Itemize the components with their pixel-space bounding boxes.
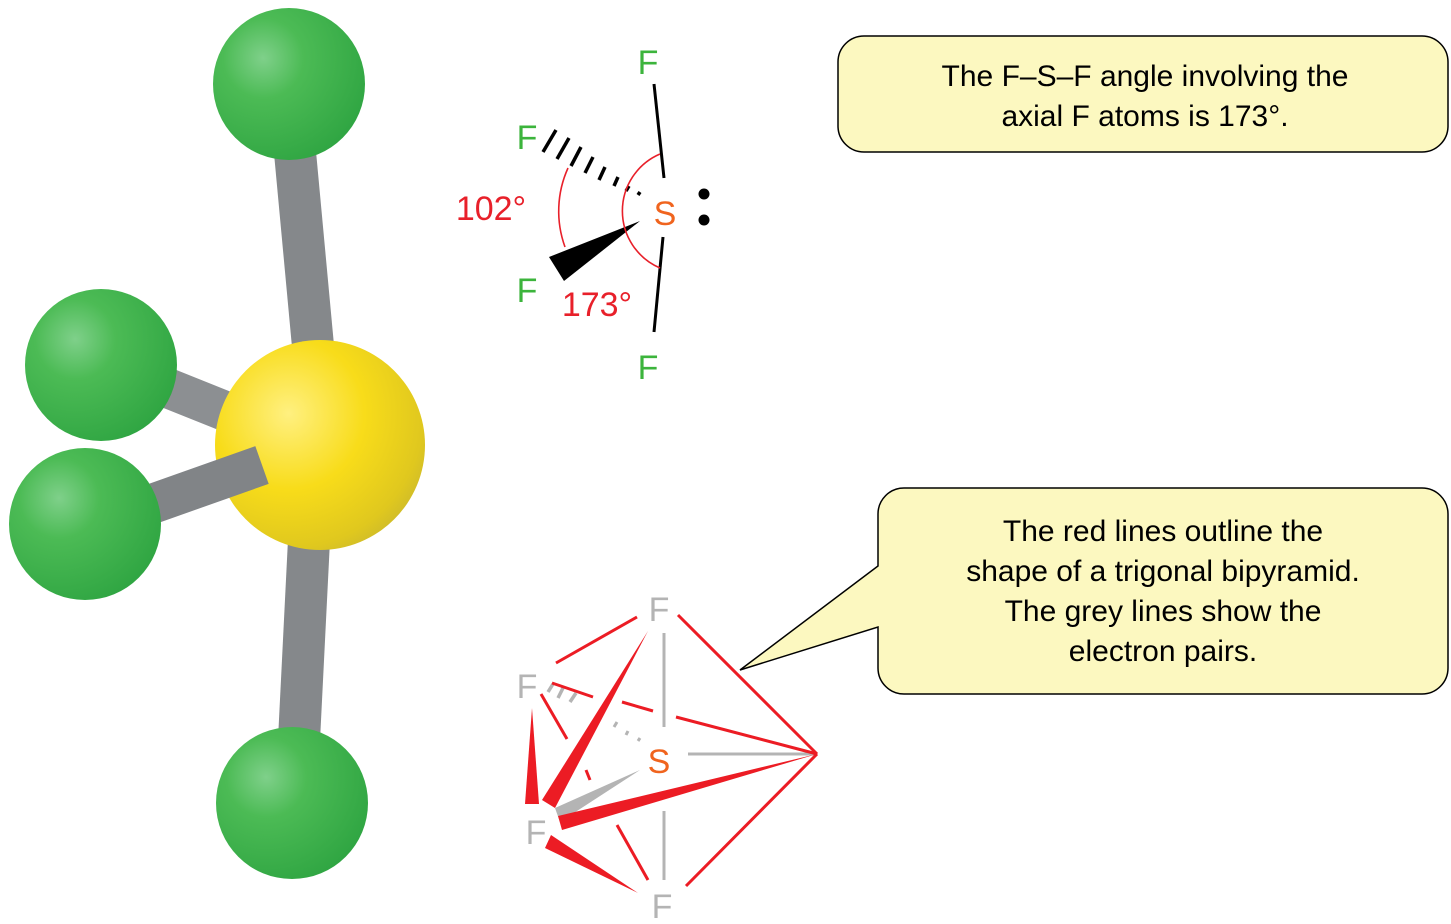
axial-bond — [652, 83, 666, 179]
electron-pair-wedge — [555, 770, 640, 822]
axial-bond — [652, 236, 665, 333]
callout-text: The red lines outline the — [1003, 515, 1323, 548]
atom-label-f: F — [638, 349, 659, 387]
lone-pair-dot — [698, 214, 710, 226]
trigonal-bipyramid: F F F F S — [517, 591, 819, 924]
bipyramid-edges — [539, 613, 819, 888]
atom-label-f: F — [517, 119, 538, 157]
hashed-wedge-bond — [541, 129, 642, 196]
lone-pair-dot — [698, 188, 710, 200]
fluorine-atom — [9, 448, 161, 600]
callout-text: axial F atoms is 173°. — [1001, 100, 1288, 133]
atom-label-f: F — [638, 44, 659, 82]
callout-bipyramid: The red lines outline the shape of a tri… — [739, 487, 1449, 695]
bipyramid-wedge — [545, 835, 638, 893]
callout-text: electron pairs. — [1069, 635, 1257, 668]
angle-label-173: 173° — [562, 286, 632, 324]
solid-wedge-bond — [549, 221, 640, 281]
atom-label-s: S — [648, 743, 671, 781]
bipyramid-wedge — [542, 631, 648, 808]
callout-text: shape of a trigonal bipyramid. — [966, 555, 1360, 588]
wedge-dash-structure: F F F F S 102° 173° — [456, 44, 710, 387]
angle-arc-102 — [557, 167, 569, 248]
angle-arc-173 — [621, 153, 661, 269]
atom-label-f: F — [649, 591, 670, 629]
fluorine-atom — [216, 727, 368, 879]
angle-label-102: 102° — [456, 190, 526, 228]
callout-text: The grey lines show the — [1005, 595, 1322, 628]
callout-text: The F–S–F angle involving the — [942, 60, 1349, 93]
sulfur-atom — [215, 340, 425, 550]
bipyramid-wedge — [558, 754, 817, 830]
callout-axial-angle: The F–S–F angle involving the axial F at… — [837, 35, 1449, 153]
atom-label-s: S — [654, 195, 677, 233]
atom-label-f: F — [526, 814, 547, 852]
electron-pair-lines — [546, 633, 815, 880]
ball-and-stick-model — [9, 8, 425, 879]
fluorine-atom — [213, 8, 365, 160]
fluorine-atom — [25, 289, 177, 441]
bipyramid-wedge — [525, 708, 539, 804]
atom-label-f: F — [517, 668, 538, 706]
atom-label-f: F — [517, 272, 538, 310]
atom-label-f: F — [652, 888, 673, 924]
